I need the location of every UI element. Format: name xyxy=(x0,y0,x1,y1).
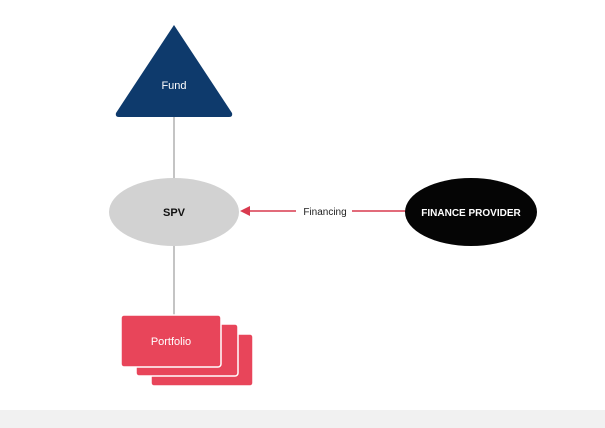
fund-node: Fund xyxy=(115,25,233,117)
financing-arrowhead xyxy=(240,206,250,216)
finance-provider-node: FINANCE PROVIDER xyxy=(405,178,537,246)
spv-label: SPV xyxy=(163,207,186,219)
fund-triangle xyxy=(115,25,233,117)
fund-label: Fund xyxy=(161,80,186,92)
finance-provider-label: FINANCE PROVIDER xyxy=(421,208,521,219)
financing-arrow: Financing xyxy=(240,206,408,218)
spv-node: SPV xyxy=(109,178,239,246)
portfolio-node: Portfolio xyxy=(120,314,254,387)
financing-label: Financing xyxy=(303,207,346,218)
spv-ellipse xyxy=(109,178,239,246)
portfolio-card-front xyxy=(120,314,222,368)
finance-provider-ellipse xyxy=(405,178,537,246)
portfolio-label: Portfolio xyxy=(151,336,191,348)
